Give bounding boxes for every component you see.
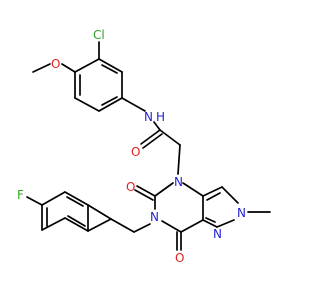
bond [206, 192, 221, 201]
bond [136, 185, 156, 197]
bond [180, 219, 204, 233]
nitrogen-atom-label: N [150, 210, 159, 224]
bond [61, 63, 76, 73]
bond [153, 121, 161, 131]
bond [133, 223, 151, 233]
bond [41, 191, 66, 206]
bond [32, 63, 51, 73]
nitrogen-atom-label: N [237, 206, 246, 220]
bond [98, 97, 123, 112]
bond [98, 58, 123, 73]
bond [74, 58, 100, 73]
bond [64, 191, 89, 206]
oxygen-atom-label: O [126, 180, 135, 194]
chlorine-atom-label: Cl [93, 28, 105, 42]
bonds [26, 41, 271, 251]
oxygen-atom-label: O [131, 145, 140, 159]
bond [140, 129, 161, 145]
oxygen-atom-label: O [175, 251, 184, 265]
bond [134, 189, 154, 201]
bond [142, 133, 163, 149]
chemical-structure: Cl O N H O N O N O N N F [17, 28, 271, 265]
bond [101, 96, 118, 106]
bond [177, 144, 181, 175]
bond [64, 217, 89, 232]
bond [182, 182, 204, 197]
nitrogen-atom-label: N [174, 175, 183, 189]
bond [74, 97, 100, 112]
bond [87, 218, 112, 232]
bond [121, 97, 146, 112]
bond [161, 220, 182, 233]
bond [87, 204, 112, 220]
bond [110, 218, 135, 233]
nitrogen-atom-label: N [144, 110, 153, 124]
bond [41, 217, 66, 231]
bond [202, 219, 218, 228]
bond [154, 182, 174, 197]
bond [67, 215, 86, 227]
hydrogen-atom-label: H [156, 110, 165, 124]
bond [202, 186, 223, 197]
bond [205, 217, 216, 223]
bond [159, 129, 181, 146]
fluorine-atom-label: F [17, 188, 24, 202]
bond [221, 186, 239, 204]
bond [101, 64, 118, 74]
atom-labels: Cl O N H O N O N O N N F [17, 28, 246, 265]
bond [216, 219, 235, 228]
bond [66, 196, 84, 207]
oxygen-atom-label: O [51, 57, 60, 71]
bond [26, 196, 43, 206]
nitrogen-atom-label: N [213, 227, 222, 241]
